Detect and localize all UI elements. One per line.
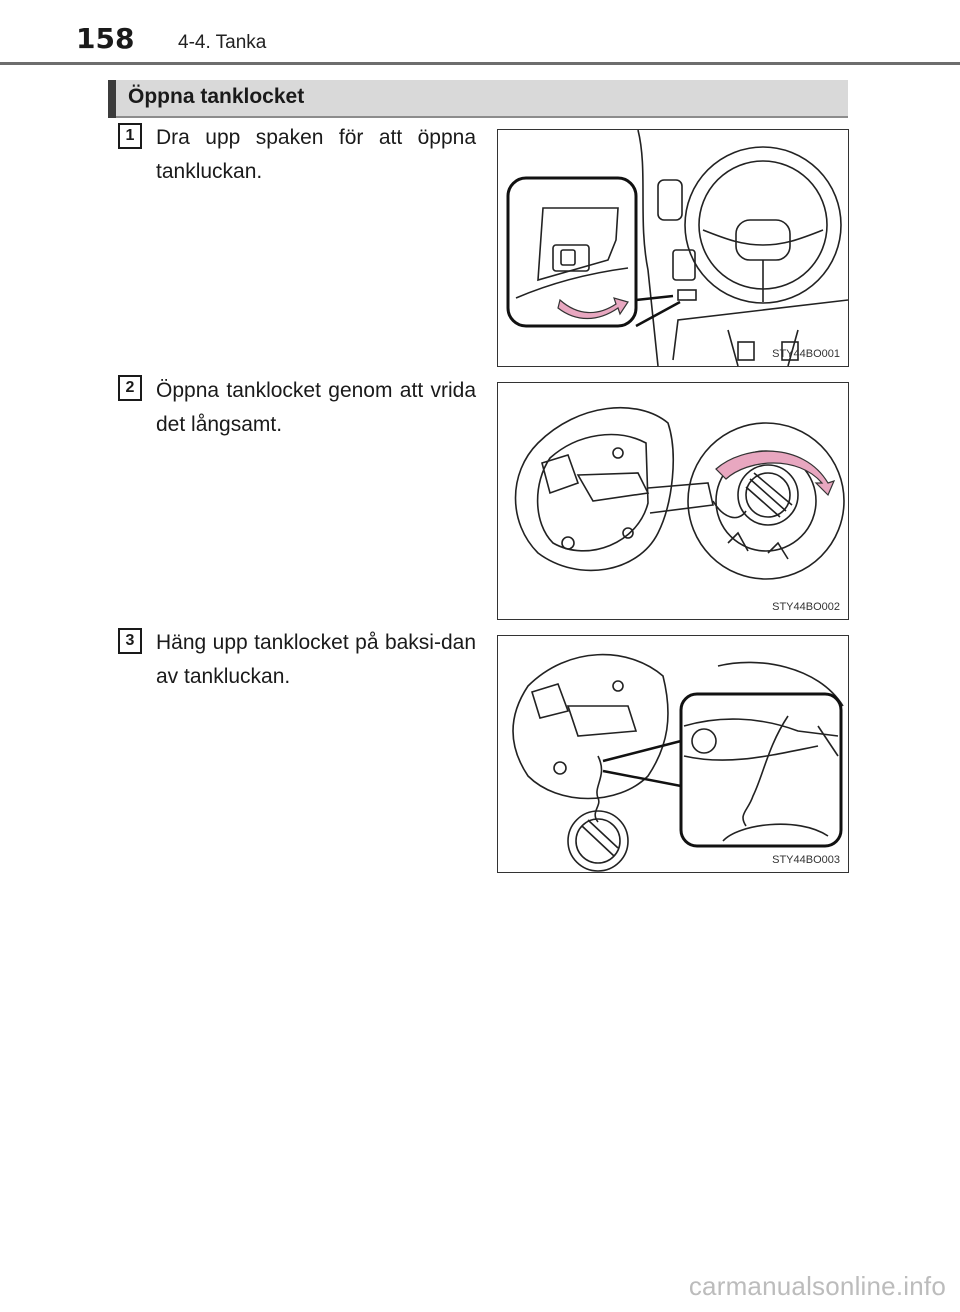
section-title: Öppna tanklocket: [128, 85, 305, 108]
fuel-door-lever-illustration-icon: [506, 130, 848, 366]
fuel-cap-hang-illustration-icon: [512, 653, 844, 872]
figure-code: STY44BO003: [772, 854, 840, 866]
step-1-figure: STY44BO001: [497, 129, 849, 367]
step-2-number: 2: [118, 375, 142, 401]
section-label: 4-4. Tanka: [178, 32, 267, 53]
step-3-text: Häng upp tanklocket på baksi-dan av tank…: [156, 631, 476, 688]
fuel-cap-turn-illustration-icon: [514, 406, 845, 580]
heading-accent: [108, 80, 116, 118]
step-1-text: Dra upp spaken för att öppna tankluckan.: [156, 126, 476, 183]
watermark-link[interactable]: carmanualsonline.info: [688, 1271, 946, 1301]
section-heading: Öppna tanklocket: [108, 80, 848, 118]
step-3-number: 3: [118, 628, 142, 654]
page-number: 158: [76, 22, 135, 55]
step-3-figure: STY44BO003: [497, 635, 849, 873]
step-1-number: 1: [118, 123, 142, 149]
step-2-text: Öppna tanklocket genom att vrida det lån…: [156, 379, 476, 436]
figure-code: STY44BO001: [772, 348, 840, 360]
header-rule: [0, 62, 960, 65]
figure-code: STY44BO002: [772, 601, 840, 613]
step-2-figure: STY44BO002: [497, 382, 849, 620]
